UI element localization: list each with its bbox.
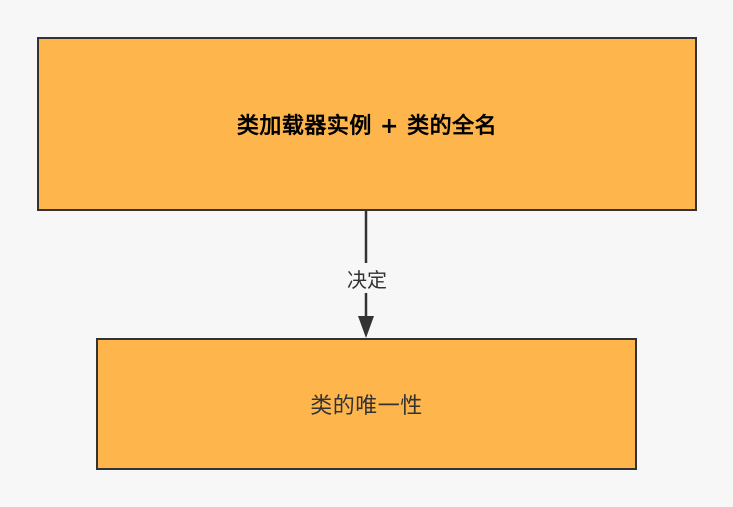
arrowhead-icon bbox=[358, 316, 374, 338]
node-class-uniqueness: 类的唯一性 bbox=[96, 338, 637, 470]
node-label: 类加载器实例 + 类的全名 bbox=[236, 114, 498, 139]
edge-label: 决定 bbox=[339, 263, 395, 293]
node-classloader-instance-and-fullname: 类加载器实例 + 类的全名 bbox=[37, 37, 697, 211]
node-label: 类的唯一性 bbox=[310, 394, 423, 419]
